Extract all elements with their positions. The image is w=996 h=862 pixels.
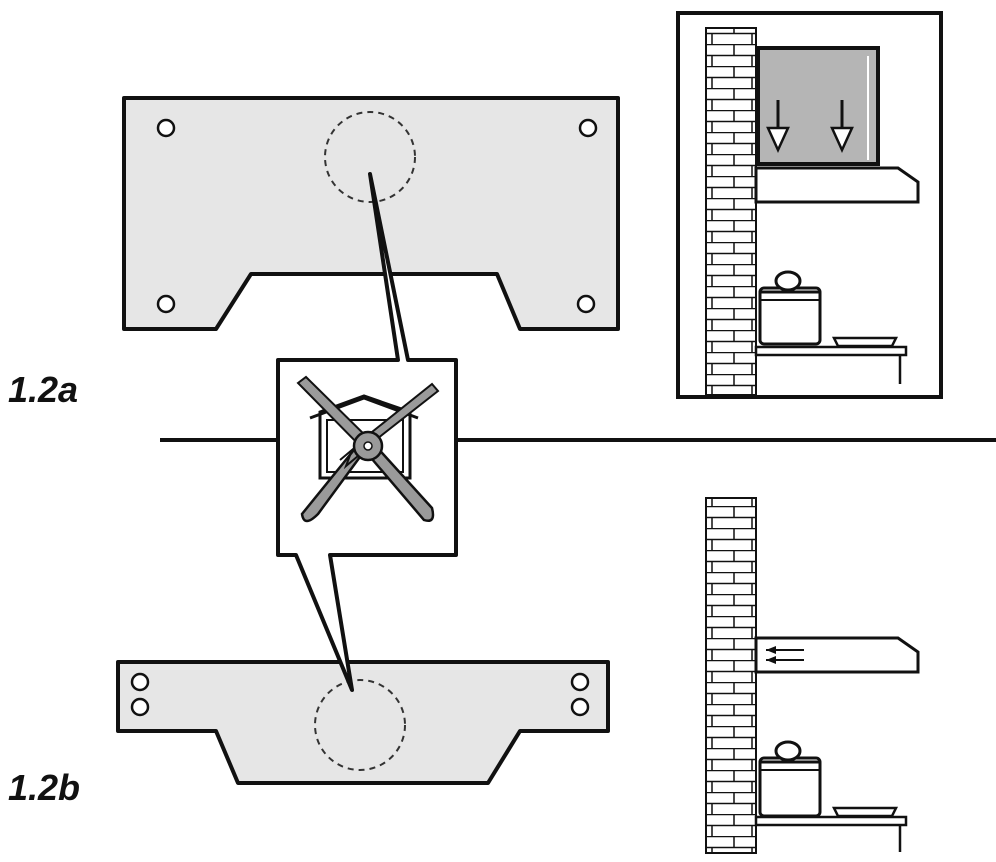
screw-hole [570, 697, 590, 717]
plate-icon [831, 806, 899, 818]
brick-wall [705, 497, 757, 854]
no-tools-callout [276, 172, 458, 692]
brick-wall [705, 27, 757, 396]
installation-scene-recirculation [676, 11, 943, 399]
figure-label-a: 1.2a [8, 369, 79, 410]
range-hood [754, 166, 920, 204]
mounting-plate-a [122, 96, 620, 331]
arrow-down-icon [766, 100, 790, 154]
screw-hole [156, 294, 176, 314]
screw-hole [570, 672, 590, 692]
crossed-tools-over-house-icon [296, 375, 440, 523]
screw-hole [576, 294, 596, 314]
countertop [754, 815, 908, 827]
figure-label-b: 1.2b [8, 767, 81, 808]
pot-icon [758, 270, 822, 346]
pot-icon [758, 740, 822, 818]
screw-hole [578, 118, 598, 138]
arrow-down-icon [830, 100, 854, 154]
screw-hole [156, 118, 176, 138]
range-hood [754, 636, 920, 674]
countertop [754, 345, 908, 357]
installation-scene-extraction [705, 497, 920, 854]
duct-outlet-outline [314, 679, 406, 771]
duct-outlet-outline [324, 111, 416, 203]
screw-hole [130, 697, 150, 717]
mounting-plate-b [116, 660, 610, 785]
screw-hole [130, 672, 150, 692]
plate-icon [831, 336, 899, 348]
arrow-left-icon [766, 646, 804, 664]
